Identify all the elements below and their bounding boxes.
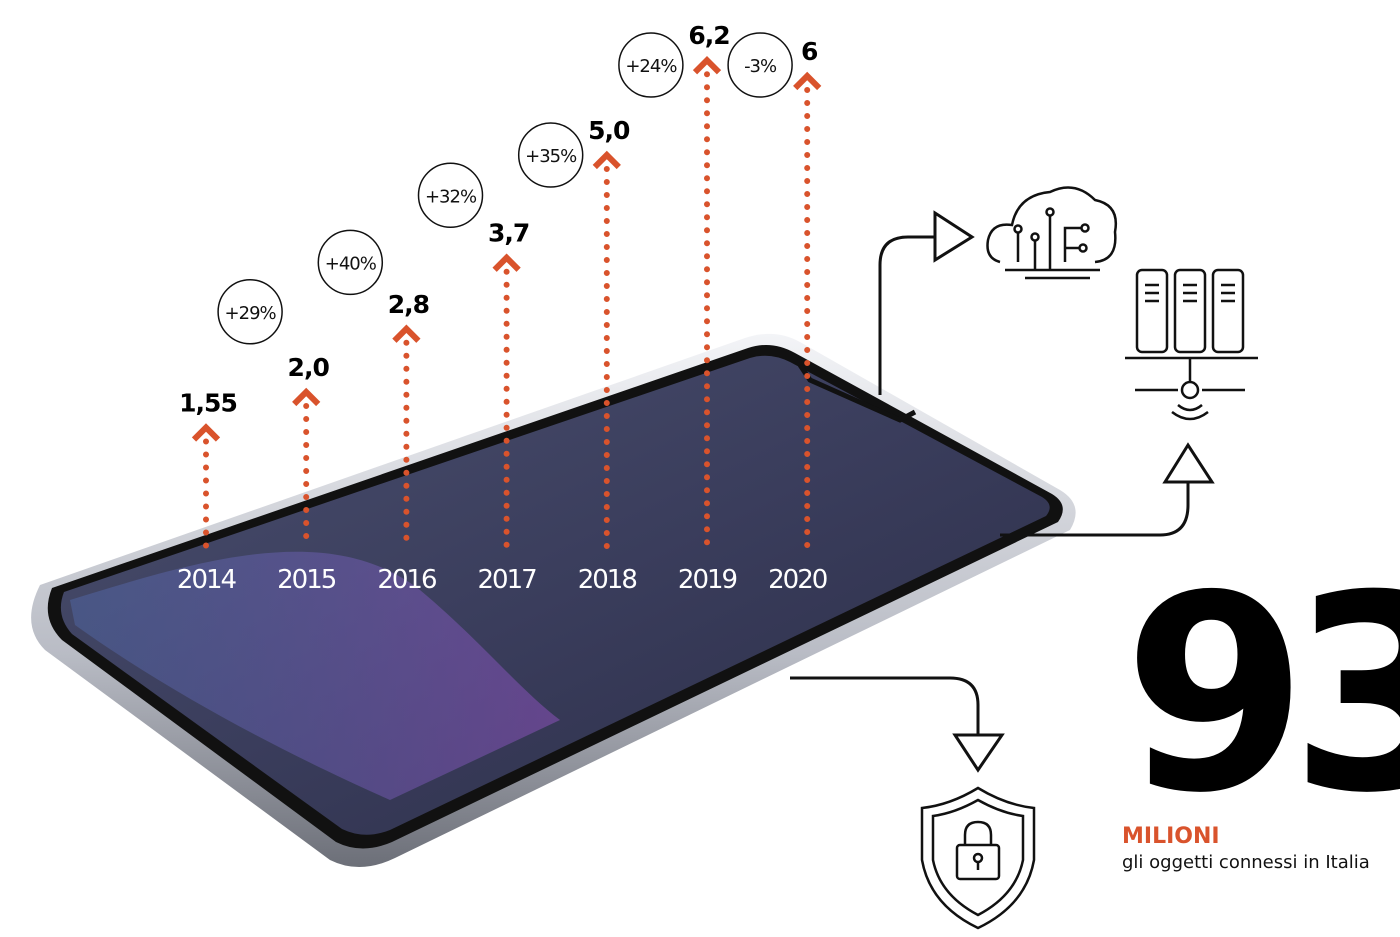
value-label: 2,8 [388, 290, 429, 319]
growth-badge [727, 32, 793, 98]
year-label: 2017 [478, 565, 537, 595]
value-label: 3,7 [488, 219, 529, 248]
arrow-head [392, 324, 421, 343]
arrow-head [191, 423, 221, 442]
cloud-circuit-icon [986, 186, 1118, 280]
value-label: 1,55 [179, 389, 237, 418]
growth-badge [417, 162, 484, 228]
headline-number: 93 [1123, 537, 1400, 852]
growth-badge [618, 32, 684, 98]
headline-unit: MILIONI [1122, 824, 1220, 849]
year-label: 2020 [768, 565, 827, 595]
arrow-head [292, 387, 321, 407]
year-label: 2015 [277, 565, 336, 595]
year-label: 2016 [377, 565, 436, 595]
server-connector [1000, 442, 1215, 537]
growth-label: +29% [225, 303, 277, 324]
arrow-head [492, 253, 521, 272]
value-label: 2,0 [288, 353, 330, 382]
server-wireless-icon [1125, 268, 1258, 421]
value-label: 5,0 [588, 116, 630, 145]
growth-label: +40% [325, 253, 377, 274]
growth-label: +32% [425, 186, 477, 207]
arrow-head [793, 71, 822, 91]
smartphone [31, 333, 1076, 868]
shield-connector [790, 676, 1005, 773]
value-label: 6,2 [688, 21, 729, 50]
year-label: 2018 [578, 565, 637, 595]
growth-label: +35% [525, 146, 577, 167]
year-label: 2019 [678, 565, 737, 595]
growth-chart: 1,55 2014 2,0 2015 2,8 2016 3,7 2017 5,0 2018 6,2 2… [177, 21, 829, 595]
growth-label: +24% [625, 56, 677, 77]
arrow-head [592, 150, 621, 170]
growth-badge [217, 279, 283, 345]
year-label: 2014 [177, 565, 237, 595]
growth-badge [317, 229, 384, 296]
growth-label: -3% [744, 56, 777, 77]
growth-badge [517, 122, 584, 188]
value-label: 6 [801, 37, 818, 66]
shield-lock-icon [920, 786, 1036, 930]
cloud-connector [878, 210, 975, 395]
headline-caption: gli oggetti connessi in Italia [1122, 852, 1370, 873]
arrow-head [692, 55, 722, 75]
